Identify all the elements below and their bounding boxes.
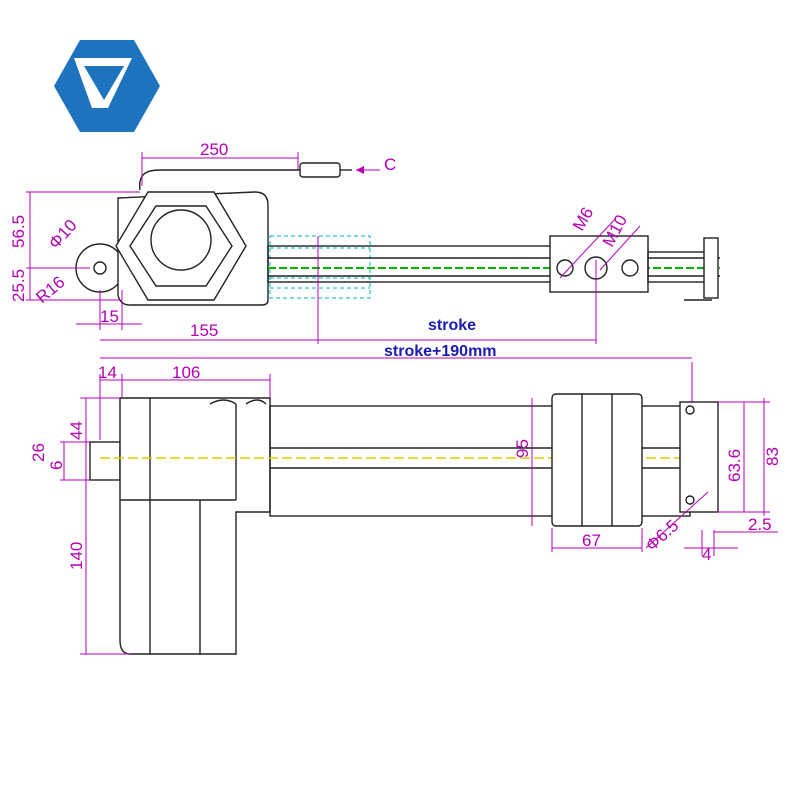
dim-14: 14: [98, 363, 117, 382]
dim-67: 67: [582, 531, 601, 550]
dim-95: 95: [513, 439, 532, 458]
stroke-label: stroke: [428, 317, 476, 334]
rear-clevis-hole: [93, 261, 107, 275]
dim-83: 83: [763, 447, 782, 466]
connector: [299, 162, 341, 178]
top-view: 250 C 56.5 25.5 Φ10 R16 15 155 stroke st…: [9, 140, 720, 360]
cable: [138, 169, 300, 191]
hexagon-logo-icon: [54, 40, 160, 132]
dim-6: 6: [47, 461, 66, 470]
motor-body: [119, 397, 271, 655]
dim-15: 15: [100, 307, 119, 326]
dim-m6: M6: [569, 204, 597, 234]
dim-r16: R16: [32, 272, 68, 307]
dim-155: 155: [190, 321, 218, 340]
side-view: 14 106 44 26 6 140 95 67 Φ6.5 4 2.5 63.6…: [29, 362, 782, 655]
dim-4: 4: [702, 545, 711, 564]
dim-56-5: 56.5: [9, 215, 28, 248]
front-end-side: [679, 401, 719, 513]
dim-63-6: 63.6: [725, 449, 744, 482]
dim-25-5: 25.5: [9, 269, 28, 302]
mounting-block-side: [551, 393, 643, 527]
dim-2-5: 2.5: [748, 515, 772, 534]
dim-phi6-5: Φ6.5: [642, 516, 682, 555]
dim-140: 140: [67, 542, 86, 570]
dim-250: 250: [200, 140, 228, 159]
dim-44: 44: [67, 421, 86, 440]
rear-pin: [89, 441, 121, 481]
front-end: [703, 237, 719, 299]
dim-26: 26: [29, 443, 48, 462]
dim-phi10: Φ10: [45, 216, 81, 253]
dim-c: C: [384, 155, 396, 174]
stroke-plus-label: stroke+190mm: [384, 343, 497, 360]
dim-106: 106: [172, 363, 200, 382]
